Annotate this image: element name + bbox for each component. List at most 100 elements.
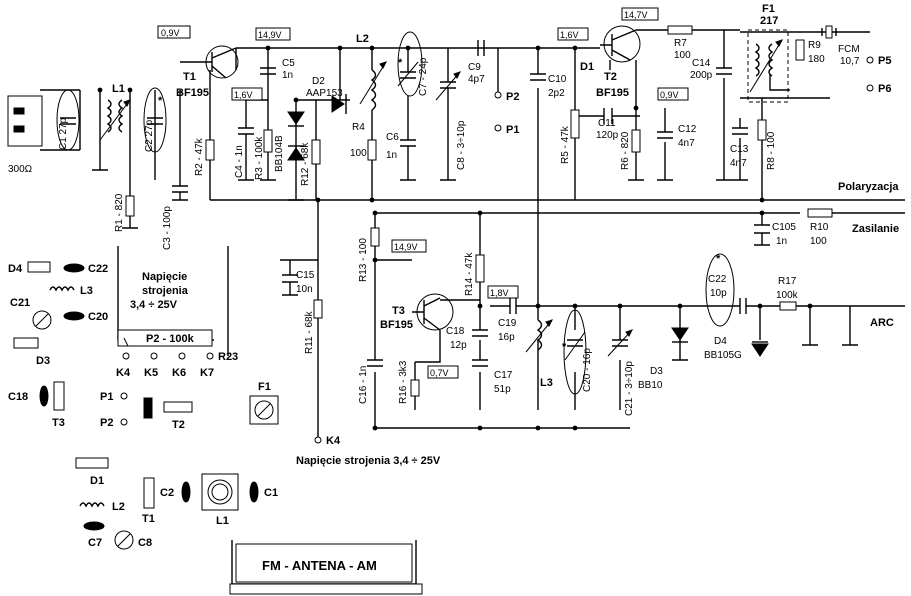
layout-k4: K4 <box>116 367 131 379</box>
capacitor-c20: C20 - 16p * <box>562 309 593 395</box>
voltage-labels: 0,9V 14,9V 1,6V 1,6V 14,7V 0,9V 14,9V 1,… <box>157 7 689 379</box>
ceramic-filter-fcm: FCM 10,7 <box>821 25 860 67</box>
wiring <box>40 29 905 440</box>
label-d3: D3 <box>650 366 663 377</box>
layout-c18: C18 <box>8 391 28 403</box>
capacitor-c12: C12 4n7 <box>657 124 697 149</box>
label-t3-type: BF195 <box>380 319 413 331</box>
voltage-0-9v-a: 0,9V <box>161 28 180 38</box>
label-p2: P2 <box>506 91 519 103</box>
label-r7-value: 100 <box>674 50 691 61</box>
diode-d1: BB104B <box>274 135 305 172</box>
label-r10-value: 100 <box>810 236 827 247</box>
label-c5: C5 <box>282 58 295 69</box>
transistor-t2: T2 BF195 <box>596 25 641 99</box>
label-r11: R11 - 68k <box>304 310 315 354</box>
layout-d3: D3 <box>36 355 50 367</box>
label-c1: C1 27p <box>58 117 69 150</box>
label-p5: P5 <box>878 55 891 67</box>
capacitor-c16: C16 - 1n <box>358 359 383 404</box>
label-d2: D2 <box>312 76 325 87</box>
label-c20: C20 - 16p <box>582 348 593 392</box>
label-r7: R7 <box>674 38 687 49</box>
label-polaryzacja: Polaryzacja <box>838 181 899 193</box>
layout-f1: F1 <box>258 381 271 393</box>
label-fcm: FCM <box>838 44 860 55</box>
label-r14: R14 - 47k <box>464 252 475 296</box>
transistor-t3: T3 BF195 <box>380 293 454 331</box>
resistor-r16: R16 - 3k3 <box>398 360 420 404</box>
label-r9-value: 180 <box>808 54 825 65</box>
capacitor-c7: C7 - 24p * <box>397 31 429 97</box>
resistor-r5: R5 - 47k <box>560 109 580 164</box>
capacitor-c6: C6 1n <box>386 132 416 180</box>
layout-k6: K6 <box>172 367 186 379</box>
label-c6: C6 <box>386 132 399 143</box>
label-c21: C21 - 3÷10p <box>624 361 635 416</box>
label-c4: C4 - 1n <box>234 145 245 178</box>
label-r5: R5 - 47k <box>560 125 571 164</box>
label-c13: C13 <box>730 144 749 155</box>
label-t1: T1 <box>183 71 196 83</box>
transistor-t1: T1 BF195 <box>176 45 239 99</box>
layout-d4: D4 <box>8 263 23 275</box>
layout-t2: T2 <box>172 419 185 431</box>
capacitor-c8: C8 - 3÷10p <box>435 71 467 170</box>
capacitor-c11: C11 120p <box>596 108 619 141</box>
layout-d1: D1 <box>90 475 104 487</box>
resistor-r6: R6 - 820 <box>620 129 641 170</box>
rail-labels: Polaryzacja Zasilanie ARC <box>838 181 899 329</box>
label-r17: R17 <box>778 276 797 287</box>
capacitor-c15: C15 10n <box>282 270 315 295</box>
star-c2: * <box>158 95 163 107</box>
layout-title-3: 3,4 ÷ 25V <box>130 299 178 311</box>
resistor-r8: R8 - 100 <box>757 119 777 170</box>
label-c10: C10 <box>548 74 567 85</box>
label-c105: C105 <box>772 222 796 233</box>
layout-c7: C7 <box>88 537 102 549</box>
label-f1: F1 <box>762 3 775 15</box>
resistor-r14: R14 - 47k <box>464 252 485 296</box>
label-c15-value: 10n <box>296 284 313 295</box>
capacitor-c21: C21 - 3÷10p <box>607 329 635 416</box>
label-c6-value: 1n <box>386 150 397 161</box>
capacitor-c9: C9 4p7 <box>468 40 485 85</box>
layout-k7: K7 <box>200 367 214 379</box>
grounds <box>238 179 858 361</box>
layout-title-1: Napięcie <box>142 271 187 283</box>
capacitor-c1: C1 27p <box>56 89 80 151</box>
label-arc: ARC <box>870 317 894 329</box>
label-fcm-value: 10,7 <box>840 56 860 67</box>
layout-title-2: strojenia <box>142 285 189 297</box>
label-d2-type: AAP153 <box>306 88 343 99</box>
capacitor-c2: C2 27p * <box>143 87 167 153</box>
label-c17-value: 51p <box>494 384 511 395</box>
layout-k5: K5 <box>144 367 158 379</box>
inductor-l2: L2 <box>356 33 387 111</box>
capacitor-c10: C10 2p2 <box>530 73 567 99</box>
label-c19: C19 <box>498 318 517 329</box>
label-c2: C2 27p <box>144 119 155 152</box>
label-l3: L3 <box>540 377 553 389</box>
layout-c20: C20 <box>88 311 108 323</box>
layout-pot: P2 - 100k <box>146 333 195 345</box>
layout-p2: P2 <box>100 417 113 429</box>
label-r3: R3 - 100k <box>254 136 265 180</box>
star-c20: * <box>562 341 567 353</box>
diode-d4: D4 BB105G <box>704 336 769 361</box>
resistor-r2: R2 - 47k <box>194 137 215 176</box>
inductor-l3: L3 <box>525 319 553 389</box>
star-c7: * <box>398 57 403 69</box>
label-c14: C14 <box>692 58 711 69</box>
label-c15: C15 <box>296 270 315 281</box>
component-layout: P2 - 100k Napięcie strojenia 3,4 ÷ 25V R… <box>8 246 423 595</box>
label-d11: D1 <box>580 61 594 73</box>
label-r4: R4 <box>352 122 365 133</box>
label-c7: C7 - 24p <box>418 57 429 96</box>
label-p1: P1 <box>506 124 519 136</box>
label-l2: L2 <box>356 33 369 45</box>
label-d4-type: BB105G <box>704 350 742 361</box>
diode-d3: D3 BB10 <box>638 327 689 391</box>
label-r8: R8 - 100 <box>766 131 777 170</box>
